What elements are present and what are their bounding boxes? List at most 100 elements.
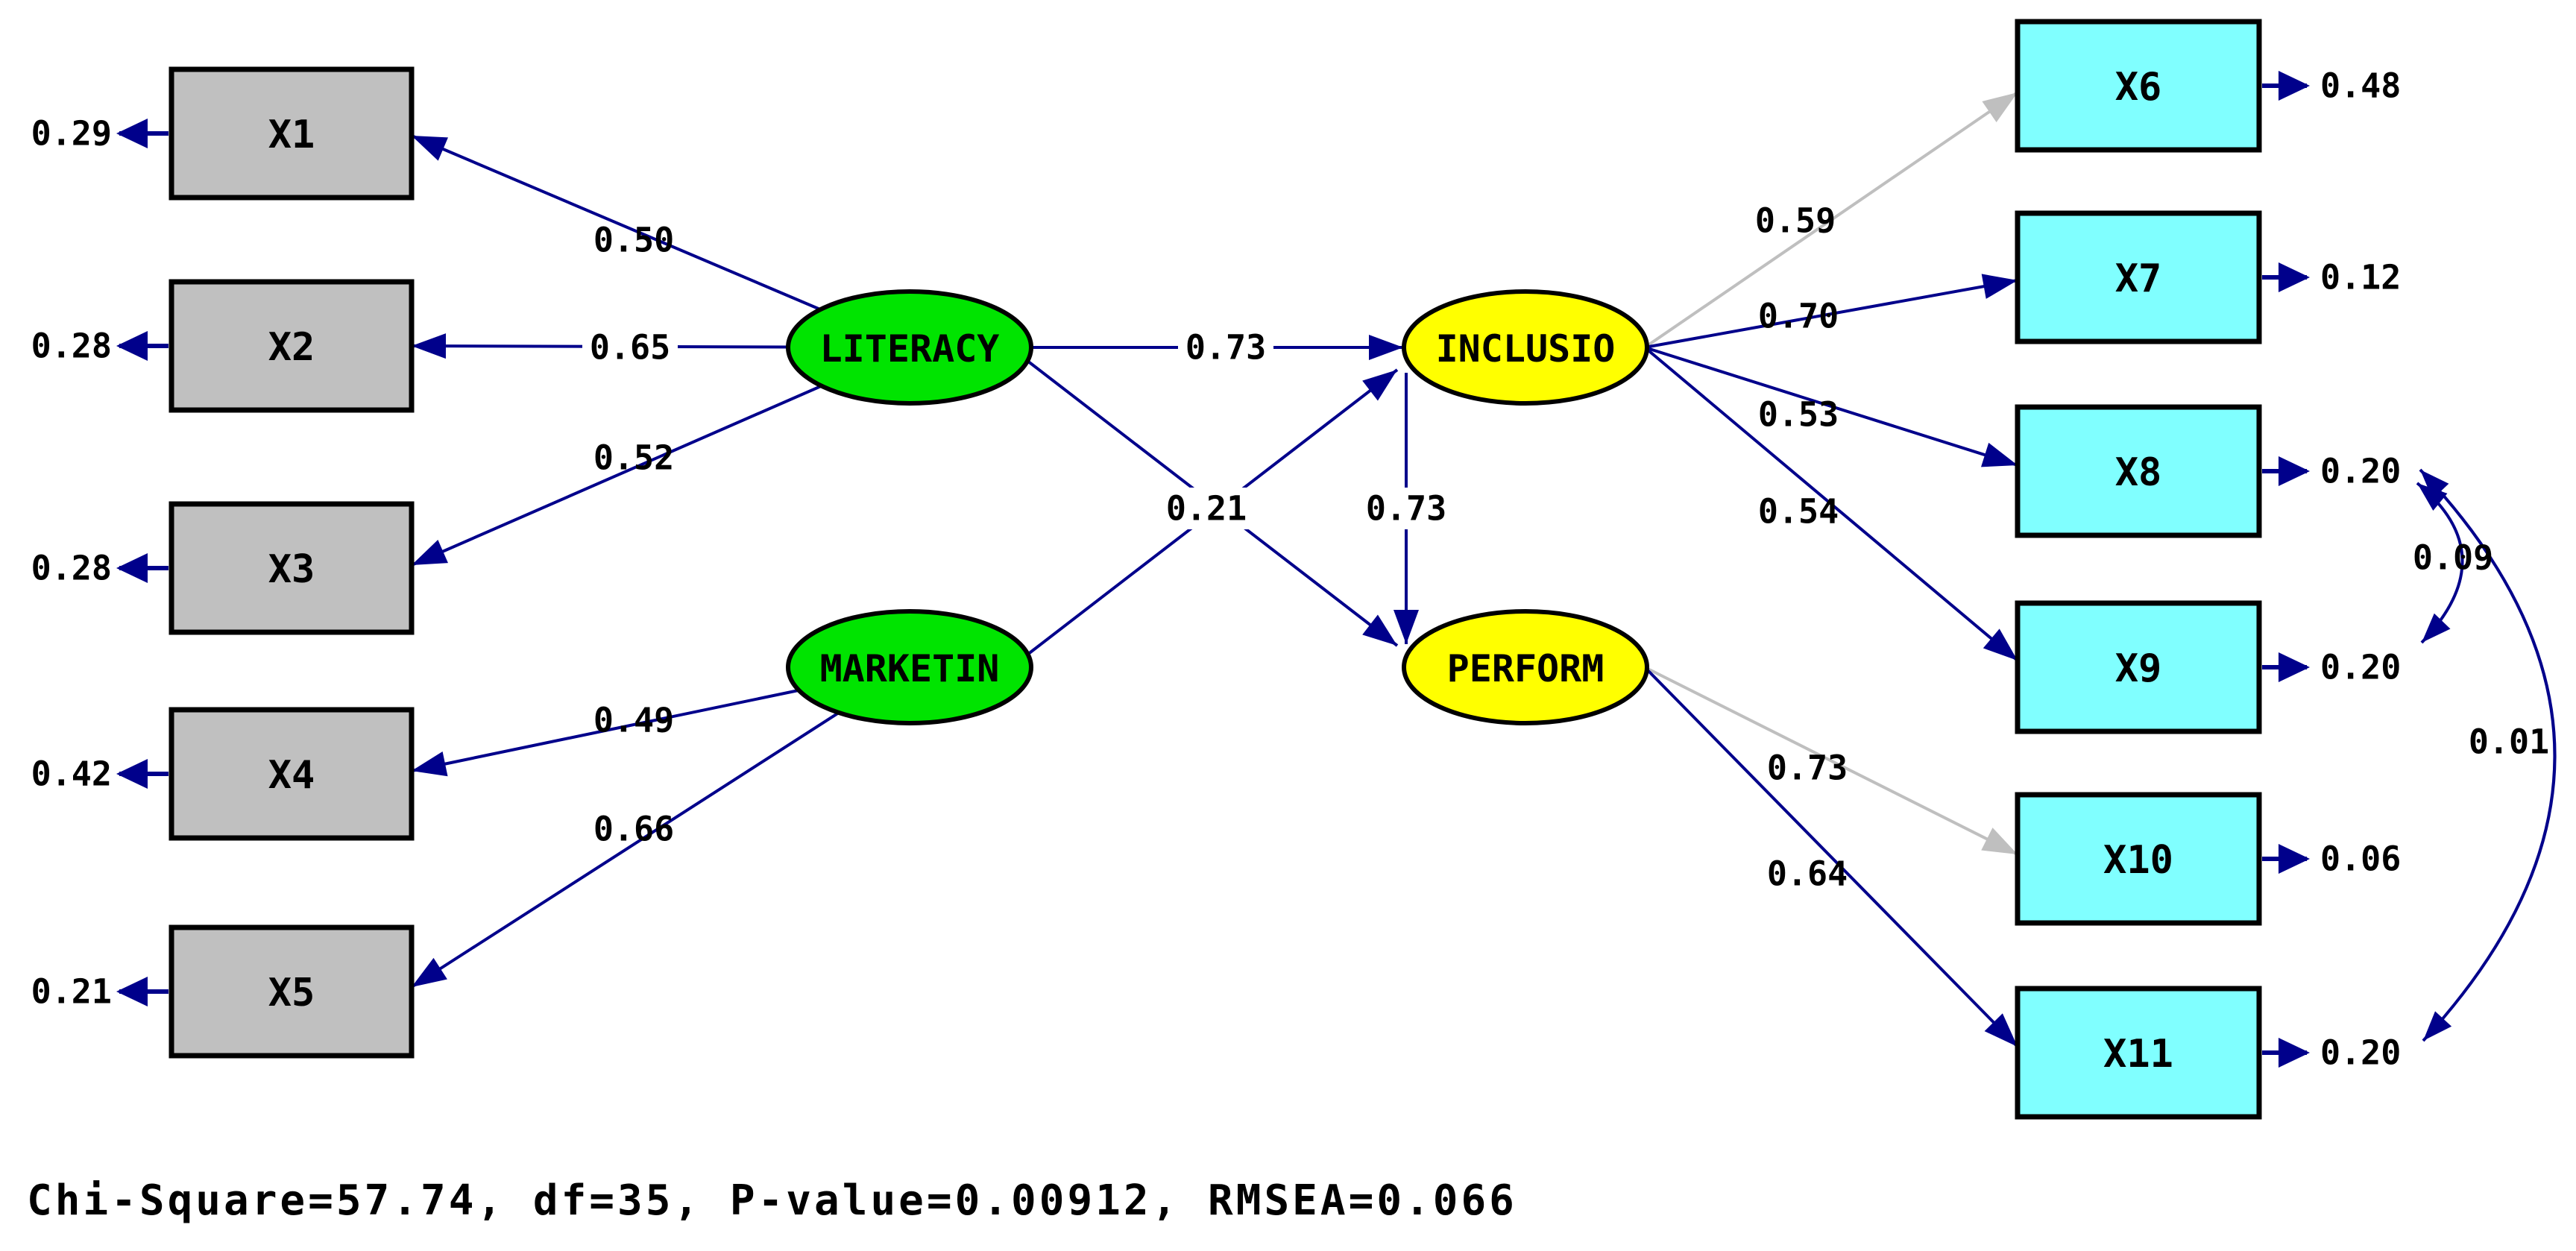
error-arrowhead-X4 [116, 759, 148, 789]
latent-ellipse-INCLUSIO [1402, 289, 1649, 406]
indicator-box-X1 [169, 66, 415, 201]
error-covariance-value-X8-X9: 0.09 [2413, 538, 2493, 578]
indicator-label-X1: X1 [268, 113, 315, 157]
latent-label-PERFORM: PERFORM [1447, 647, 1605, 690]
indicator-box-X3 [169, 501, 415, 635]
arrowhead-INCLUSIO-X8 [1981, 442, 2018, 467]
arrowhead-LITERACY-PERFORM [1362, 614, 1397, 646]
indicator-label-X11: X11 [2103, 1032, 2173, 1077]
error-arrowhead-X8 [2279, 456, 2310, 486]
error-arrowhead-X10 [2279, 844, 2310, 874]
error-arrowhead-X7 [2279, 262, 2310, 292]
path-coefficient-INCLUSIO-X8: 0.53 [1758, 395, 1839, 435]
label-gap-INCLUSIO-PERFORM [1358, 488, 1454, 529]
path-INCLUSIO-X9 [1643, 346, 2019, 662]
path-coefficient-MARKETIN-X4: 0.49 [593, 701, 674, 740]
path-INCLUSIO-X8 [1644, 346, 2018, 467]
path-coefficient-LITERACY-X2: 0.65 [590, 328, 670, 368]
indicator-label-X8: X8 [2115, 450, 2162, 495]
path-coefficient-LITERACY-INCLUSIO: 0.73 [1185, 328, 1266, 368]
arrowhead-LITERACY-X1 [412, 136, 448, 161]
path-MARKETIN-X5 [410, 666, 911, 989]
latent-label-LITERACY: LITERACY [820, 327, 1000, 371]
arrowhead-LITERACY-INCLUSIO [1369, 335, 1403, 360]
arrowhead-INCLUSIO-PERFORM [1394, 610, 1419, 644]
path-INCLUSIO-X6 [1643, 91, 2019, 349]
error-value-X1: 0.29 [31, 114, 112, 154]
error-value-X11: 0.20 [2320, 1033, 2401, 1073]
arrowhead-INCLUSIO-X9 [1983, 628, 2018, 661]
indicator-box-X9 [2015, 600, 2262, 734]
indicator-box-X6 [2015, 19, 2262, 153]
path-coefficient-INCLUSIO-X6: 0.59 [1755, 201, 1836, 241]
path-coefficient-INCLUSIO-X9: 0.54 [1758, 492, 1839, 532]
indicator-label-X9: X9 [2115, 646, 2162, 691]
arrowhead-LITERACY-X3 [412, 539, 448, 565]
indicator-box-X4 [169, 707, 415, 841]
path-coefficient-INCLUSIO-X7: 0.70 [1758, 297, 1839, 336]
error-arrowhead-X2 [116, 331, 148, 361]
path-PERFORM-X11 [1643, 666, 2019, 1048]
error-value-X3: 0.28 [31, 549, 112, 588]
error-value-X2: 0.28 [31, 327, 112, 366]
arrowhead-PERFORM-X10 [1981, 828, 2018, 854]
indicator-box-X10 [2015, 792, 2262, 926]
path-coefficient-MARKETIN-INCLUSIO: 0.21 [1166, 489, 1247, 529]
error-arrowhead-X1 [116, 119, 148, 148]
path-coefficient-MARKETIN-X5: 0.66 [593, 810, 674, 849]
arrowhead-MARKETIN-X5 [412, 957, 447, 987]
path-coefficient-PERFORM-X10: 0.73 [1767, 749, 1848, 788]
indicator-label-X5: X5 [268, 971, 315, 1015]
covariance-arrowhead-X9 [2422, 613, 2451, 643]
indicator-label-X10: X10 [2103, 838, 2173, 883]
indicator-box-X5 [169, 924, 415, 1059]
label-gap-LITERACY-X2 [582, 327, 678, 368]
latent-label-INCLUSIO: INCLUSIO [1436, 327, 1616, 371]
indicator-box-X7 [2015, 210, 2262, 344]
latent-ellipse-MARKETIN [786, 609, 1033, 725]
error-arrowhead-X11 [2279, 1038, 2310, 1068]
error-value-X9: 0.20 [2320, 648, 2401, 687]
label-gap-MARKETIN-INCLUSIO [1159, 488, 1254, 529]
error-covariance-X8-X11 [2419, 468, 2557, 1042]
arrowhead-PERFORM-X11 [1984, 1013, 2018, 1047]
indicator-box-X8 [2015, 404, 2262, 538]
error-covariance-value-X8-X11: 0.01 [2469, 722, 2549, 762]
error-arrowhead-X3 [116, 553, 148, 583]
covariance-arrowhead-X8 [2420, 470, 2449, 500]
path-coefficient-PERFORM-X11: 0.64 [1767, 854, 1848, 894]
latent-label-MARKETIN: MARKETIN [820, 647, 1000, 690]
label-gap-LITERACY-INCLUSIO [1178, 327, 1273, 368]
latent-ellipse-PERFORM [1402, 609, 1649, 725]
path-coefficient-LITERACY-X1: 0.50 [593, 221, 674, 260]
covariance-arrowhead-X11 [2423, 1011, 2452, 1041]
indicator-box-X2 [169, 279, 415, 413]
fit-statistics: Chi-Square=57.74, df=35, P-value=0.00912… [27, 1176, 1517, 1225]
error-value-X7: 0.12 [2320, 258, 2401, 297]
indicator-box-X11 [2015, 986, 2262, 1120]
indicator-label-X2: X2 [268, 325, 315, 370]
indicator-label-X4: X4 [268, 753, 315, 798]
arrowhead-INCLUSIO-X6 [1982, 92, 2018, 123]
error-value-X5: 0.21 [31, 972, 112, 1012]
indicator-label-X3: X3 [268, 547, 315, 592]
latent-ellipse-LITERACY [786, 289, 1033, 406]
error-value-X6: 0.48 [2320, 66, 2401, 106]
indicator-label-X6: X6 [2115, 65, 2162, 110]
path-coefficient-INCLUSIO-PERFORM: 0.73 [1366, 489, 1446, 529]
error-value-X8: 0.20 [2320, 452, 2401, 491]
arrowhead-INCLUSIO-X7 [1981, 274, 2018, 299]
error-arrowhead-X6 [2279, 71, 2310, 101]
path-INCLUSIO-X7 [1644, 279, 2018, 349]
error-value-X10: 0.06 [2320, 839, 2401, 879]
arrowhead-LITERACY-X2 [412, 333, 447, 359]
arrowhead-MARKETIN-X4 [412, 751, 448, 777]
error-arrowhead-X5 [116, 977, 148, 1006]
indicator-label-X7: X7 [2115, 256, 2162, 301]
arrowhead-MARKETIN-INCLUSIO [1362, 370, 1397, 401]
error-value-X4: 0.42 [31, 754, 112, 794]
path-coefficient-LITERACY-X3: 0.52 [593, 438, 674, 478]
error-arrowhead-X9 [2279, 652, 2310, 682]
